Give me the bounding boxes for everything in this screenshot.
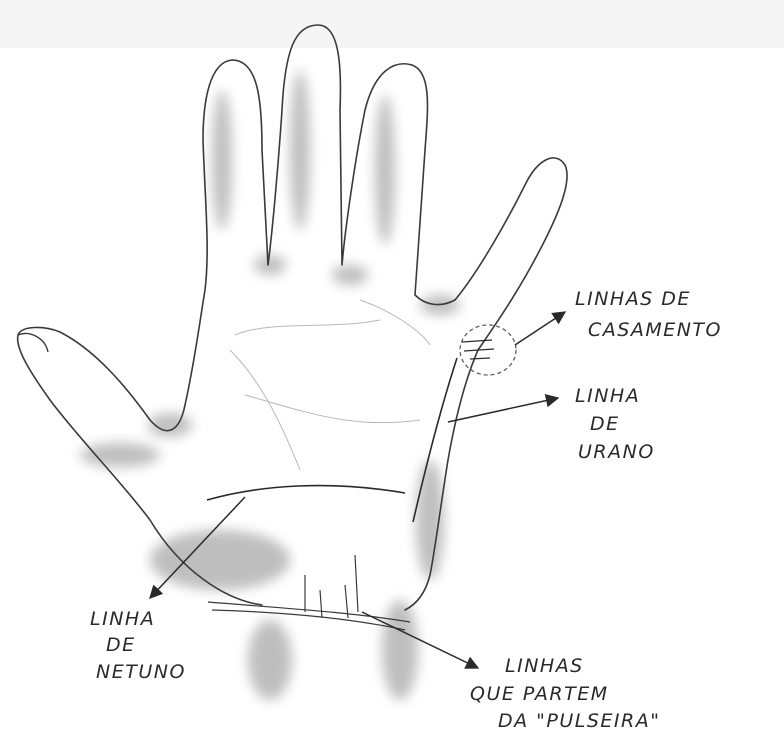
marriage-lines — [462, 340, 494, 359]
label-urano-line1: LINHA — [575, 385, 640, 407]
label-casamento-line2: CASAMENTO — [588, 319, 722, 341]
label-casamento-line1: LINHAS DE — [575, 288, 691, 310]
arrow-urano — [448, 398, 558, 422]
arrow-pulseira — [362, 612, 478, 668]
label-pulseira-line1: LINHAS — [505, 655, 584, 677]
thumb-nail — [18, 334, 48, 352]
label-pulseira: LINHAS QUE PARTEM DA "PULSEIRA" — [470, 655, 660, 732]
label-pulseira-line3: DA "PULSEIRA" — [498, 710, 660, 732]
label-netuno: LINHA DE NETUNO — [90, 608, 186, 683]
hand-shading — [80, 70, 460, 700]
label-netuno-line3: NETUNO — [96, 661, 186, 683]
label-urano-line3: URANO — [578, 441, 655, 463]
neptune-line — [207, 486, 405, 500]
arrow-casamento — [515, 312, 565, 345]
label-netuno-line1: LINHA — [90, 608, 155, 630]
palm-creases — [230, 300, 430, 470]
label-casamento: LINHAS DE CASAMENTO — [575, 288, 722, 341]
label-urano: LINHA DE URANO — [575, 385, 655, 463]
label-netuno-line2: DE — [106, 634, 136, 656]
label-urano-line2: DE — [590, 413, 620, 435]
label-pulseira-line2: QUE PARTEM — [470, 683, 609, 705]
paper-edge-shading — [0, 0, 784, 48]
